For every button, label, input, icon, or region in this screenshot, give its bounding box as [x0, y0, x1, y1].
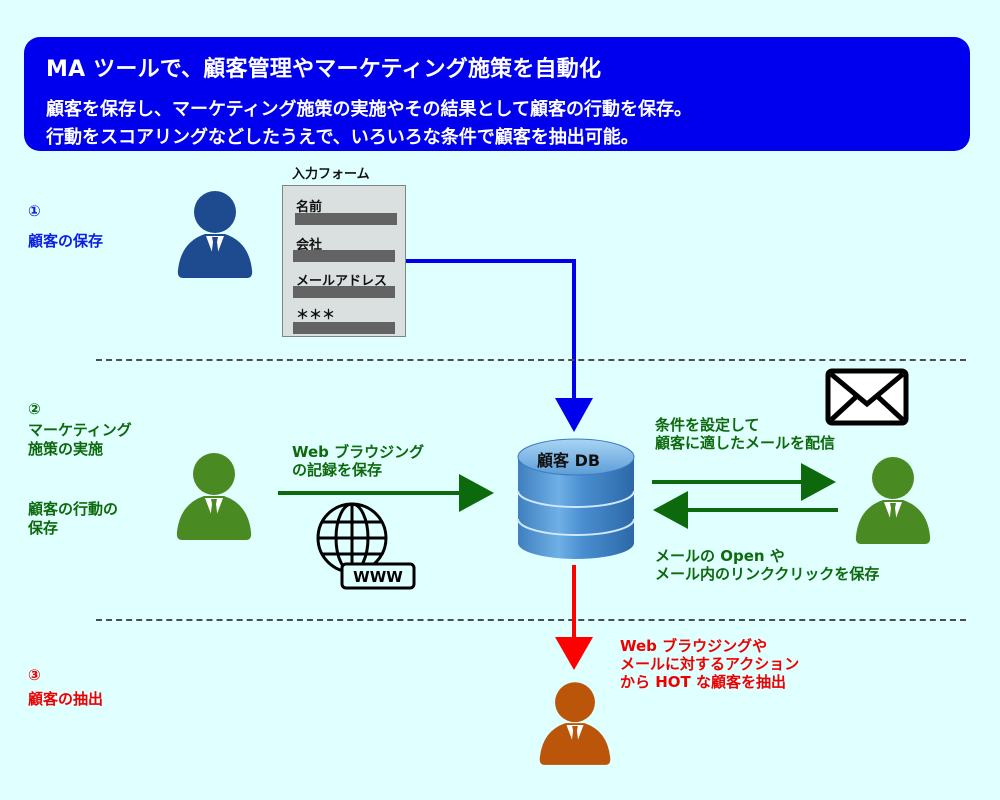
step2-number: ② — [28, 400, 41, 418]
step1-number: ① — [28, 202, 41, 220]
globe-www-icon: WWW — [316, 502, 416, 590]
banner-title: MA ツールで、顧客管理やマーケティング施策を自動化 — [46, 57, 602, 82]
section-divider-1 — [96, 359, 966, 361]
extract-note-line-3: から HOT な顧客を抽出 — [620, 673, 786, 691]
web-note-line-1: Web ブラウジング — [292, 443, 425, 461]
step2-label2-line-1: 顧客の行動の — [28, 500, 119, 518]
form-field-label-name: 名前 — [296, 200, 323, 215]
customer-person-icon-blue — [177, 191, 253, 278]
mail-track-note-line-1: メールの Open や — [655, 547, 785, 565]
web-note-line-2: の記録を保存 — [292, 461, 383, 479]
mail-send-note-line-2: 顧客に適したメールを配信 — [655, 434, 836, 452]
input-form-title: 入力フォーム — [292, 167, 370, 182]
step3-label: 顧客の抽出 — [28, 690, 104, 708]
form-field-company — [293, 250, 395, 262]
www-label: WWW — [353, 568, 403, 586]
section-divider-2 — [96, 619, 966, 621]
mail-recipient-person-icon — [855, 457, 931, 544]
banner-description-line-2: 行動をスコアリングなどしたうえで、いろいろな条件で顧客を抽出可能。 — [46, 127, 639, 148]
mail-envelope-icon — [825, 368, 909, 426]
mail-send-note-line-1: 条件を設定して — [655, 416, 760, 434]
step2-label-line-1: マーケティング — [28, 421, 132, 439]
form-field-email — [293, 286, 395, 298]
extract-note-line-1: Web ブラウジングや — [620, 637, 768, 655]
step3-number: ③ — [28, 666, 41, 684]
input-form: 名前 会社 メールアドレス ＊＊＊ — [282, 185, 406, 337]
form-field-label-company: 会社 — [296, 238, 323, 253]
form-field-name — [295, 213, 397, 225]
customer-person-icon-green — [176, 453, 252, 540]
header-banner: MA ツールで、顧客管理やマーケティング施策を自動化 顧客を保存し、マーケティン… — [24, 37, 970, 151]
step1-label: 顧客の保存 — [28, 232, 104, 250]
form-field-other — [293, 322, 395, 334]
extract-note-line-2: メールに対するアクション — [620, 655, 800, 673]
step2-label2-line-2: 保存 — [28, 519, 59, 537]
step2-label-line-2: 施策の実施 — [28, 440, 104, 458]
form-field-label-email: メールアドレス — [296, 274, 388, 289]
database-label: 顧客 DB — [537, 451, 601, 470]
form-field-label-other: ＊＊＊ — [296, 308, 336, 323]
mail-track-note-line-2: メール内のリンククリックを保存 — [655, 565, 880, 583]
banner-description-line-1: 顧客を保存し、マーケティング施策の実施やその結果として顧客の行動を保存。 — [46, 99, 693, 120]
customer-database-icon — [517, 438, 635, 559]
hot-customer-person-icon — [539, 682, 611, 765]
